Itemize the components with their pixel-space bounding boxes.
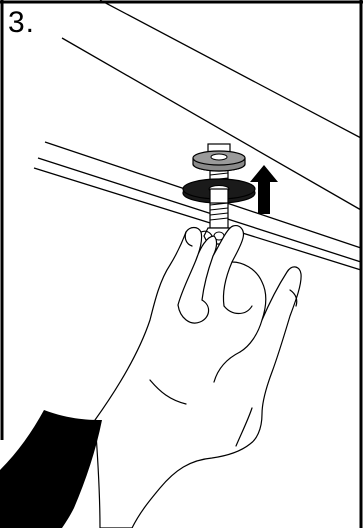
step-number: 3.	[8, 6, 35, 40]
sleeve-icon	[0, 410, 102, 528]
hand-icon	[95, 226, 301, 528]
washer-icon	[193, 151, 245, 171]
